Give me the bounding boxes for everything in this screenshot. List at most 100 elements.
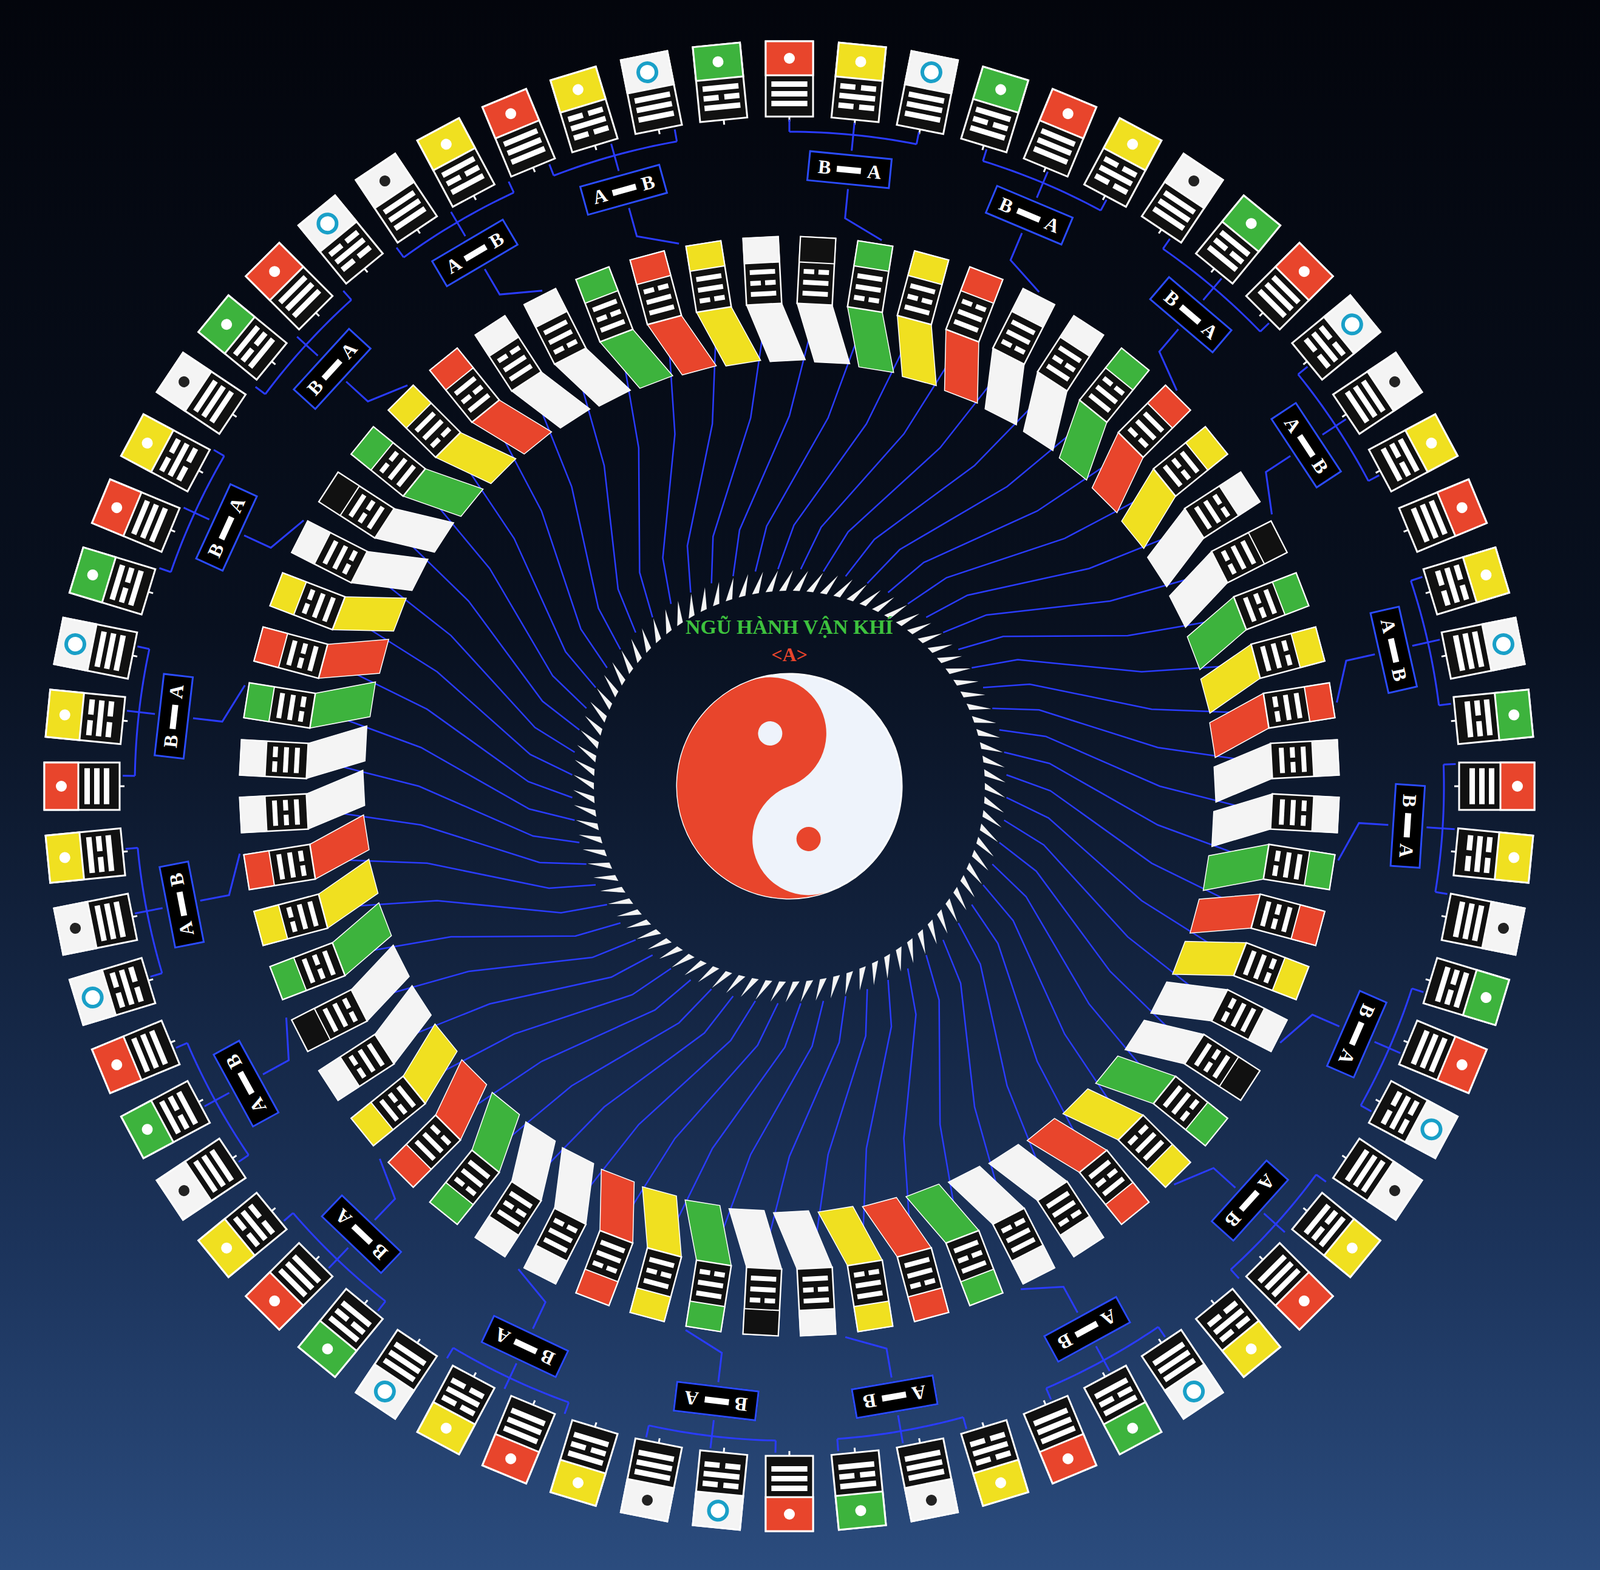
yin-bar: [1121, 165, 1138, 178]
saw-tooth: [895, 613, 920, 627]
hexagram-block: [238, 770, 367, 834]
card-dot: [85, 568, 99, 582]
leader-tick: [213, 449, 225, 457]
yin-bar: [802, 1287, 814, 1293]
saw-tooth: [966, 703, 992, 710]
saw-tooth: [982, 755, 1005, 768]
block-top: [960, 267, 1003, 304]
yang-bar: [596, 1250, 622, 1264]
hexagram-card: [831, 1445, 887, 1531]
card-body: [1368, 1081, 1458, 1159]
yang-bar: [84, 768, 90, 804]
saw-tooth: [936, 909, 948, 934]
yin-bar: [992, 122, 1008, 132]
saw-tooth: [972, 850, 989, 871]
yang-bar: [1484, 699, 1494, 736]
yin-bar: [1281, 640, 1289, 652]
yang-bar: [1453, 635, 1466, 672]
saw-tooth: [700, 587, 707, 613]
hexagram-block: [350, 411, 483, 534]
yin-bar: [282, 799, 289, 811]
yin-bar: [1284, 654, 1293, 667]
hexagram-card: [1288, 295, 1381, 383]
yin-bar: [341, 997, 351, 1010]
bar-symbol: [513, 1338, 538, 1355]
yin-bar: [1263, 972, 1273, 984]
yin-bar: [134, 986, 144, 1003]
card-body: [91, 479, 180, 552]
yin-bar: [472, 384, 484, 396]
yang-bar: [103, 768, 110, 804]
yang-bar: [322, 596, 336, 623]
bar-symbol: [1403, 813, 1412, 839]
relation-box: BA: [672, 1380, 760, 1422]
yin-bar: [1000, 1224, 1013, 1234]
yang-bar: [1088, 1159, 1111, 1180]
yang-bar: [1289, 799, 1296, 826]
leader-line: [1159, 329, 1178, 391]
yin-bar: [593, 125, 610, 135]
relation-letter: B: [302, 375, 328, 399]
card-body: [355, 153, 438, 243]
block-face: [524, 288, 586, 364]
leader-tick: [1046, 1388, 1052, 1400]
card-stub: [315, 312, 320, 317]
saw-tooth: [859, 590, 881, 606]
card-body: [1141, 153, 1223, 243]
saw-tooth: [819, 575, 838, 595]
yang-bar: [322, 950, 336, 976]
hexagram-card: [831, 42, 887, 127]
yang-bar: [1471, 630, 1485, 668]
leader-tick: [1442, 828, 1455, 830]
yin-bar: [975, 1456, 991, 1467]
block-face: [946, 1230, 1004, 1306]
yang-bar: [1162, 464, 1183, 487]
saw-tooth: [616, 909, 642, 917]
card-top: [1462, 970, 1509, 1026]
hexagram-card: [1021, 1391, 1097, 1485]
yang-bar: [272, 800, 279, 826]
hexagram-block: [414, 1092, 537, 1225]
card-stub: [148, 592, 154, 594]
block-face: [576, 1230, 634, 1306]
yin-bar: [312, 954, 321, 967]
yin-bar: [1466, 834, 1474, 851]
yin-bar: [86, 720, 93, 736]
block-face: [686, 241, 732, 313]
leader-line: [898, 1415, 901, 1432]
yin-bar: [725, 1463, 741, 1471]
hexagram-card: [692, 42, 749, 127]
leader-line: [146, 908, 163, 912]
card-body: [54, 893, 138, 956]
yang-bar: [703, 1471, 740, 1481]
card-body: [245, 1242, 333, 1330]
card-body: [417, 117, 495, 207]
card-dot: [854, 1504, 868, 1517]
yang-bar: [94, 905, 107, 942]
yin-bar: [105, 721, 113, 738]
yin-bar: [1317, 353, 1332, 369]
saw-tooth: [936, 656, 962, 664]
yin-bar: [657, 282, 670, 291]
block-face: [1153, 1076, 1228, 1146]
yin-bar: [553, 1218, 565, 1228]
leader-line: [629, 208, 679, 245]
saw-tooth: [972, 716, 997, 724]
leader-tick: [1157, 1327, 1165, 1338]
yin-bar: [1464, 855, 1472, 872]
yin-bar: [167, 1095, 180, 1112]
card-stub: [595, 1422, 597, 1428]
hexagram-card: [1394, 1018, 1488, 1094]
leader-line: [845, 188, 882, 240]
card-stub: [919, 1438, 921, 1444]
relation-box: BA: [320, 1193, 403, 1275]
block-face: [239, 794, 309, 834]
saw-tooth: [612, 662, 626, 686]
hexagram-card: [1436, 617, 1525, 680]
yin-bar: [307, 588, 316, 601]
hexagram-block: [1095, 1040, 1228, 1163]
relation-box: BA: [1389, 783, 1426, 869]
card-dot: [994, 82, 1008, 96]
outer-cards: [44, 41, 1535, 1532]
yang-bar: [643, 1278, 669, 1290]
